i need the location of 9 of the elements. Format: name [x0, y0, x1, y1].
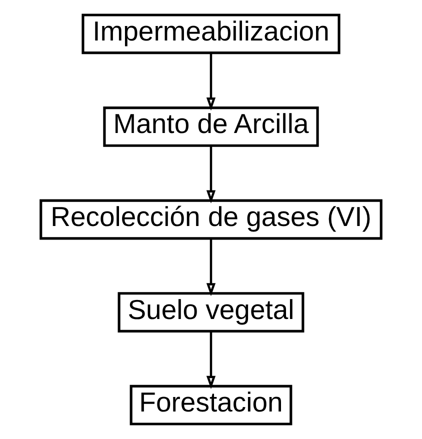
node-box: Recolección de gases (VI): [40, 199, 382, 240]
arrow: [206, 146, 216, 204]
node-box: Suelo vegetal: [118, 292, 304, 332]
arrow: [206, 238, 216, 296]
node-box: Forestacion: [130, 384, 292, 426]
node-box: Manto de Arcilla: [103, 106, 319, 147]
arrow: [206, 331, 216, 389]
node-box: Impermeabilizacion: [82, 14, 340, 54]
arrow: [206, 52, 216, 111]
